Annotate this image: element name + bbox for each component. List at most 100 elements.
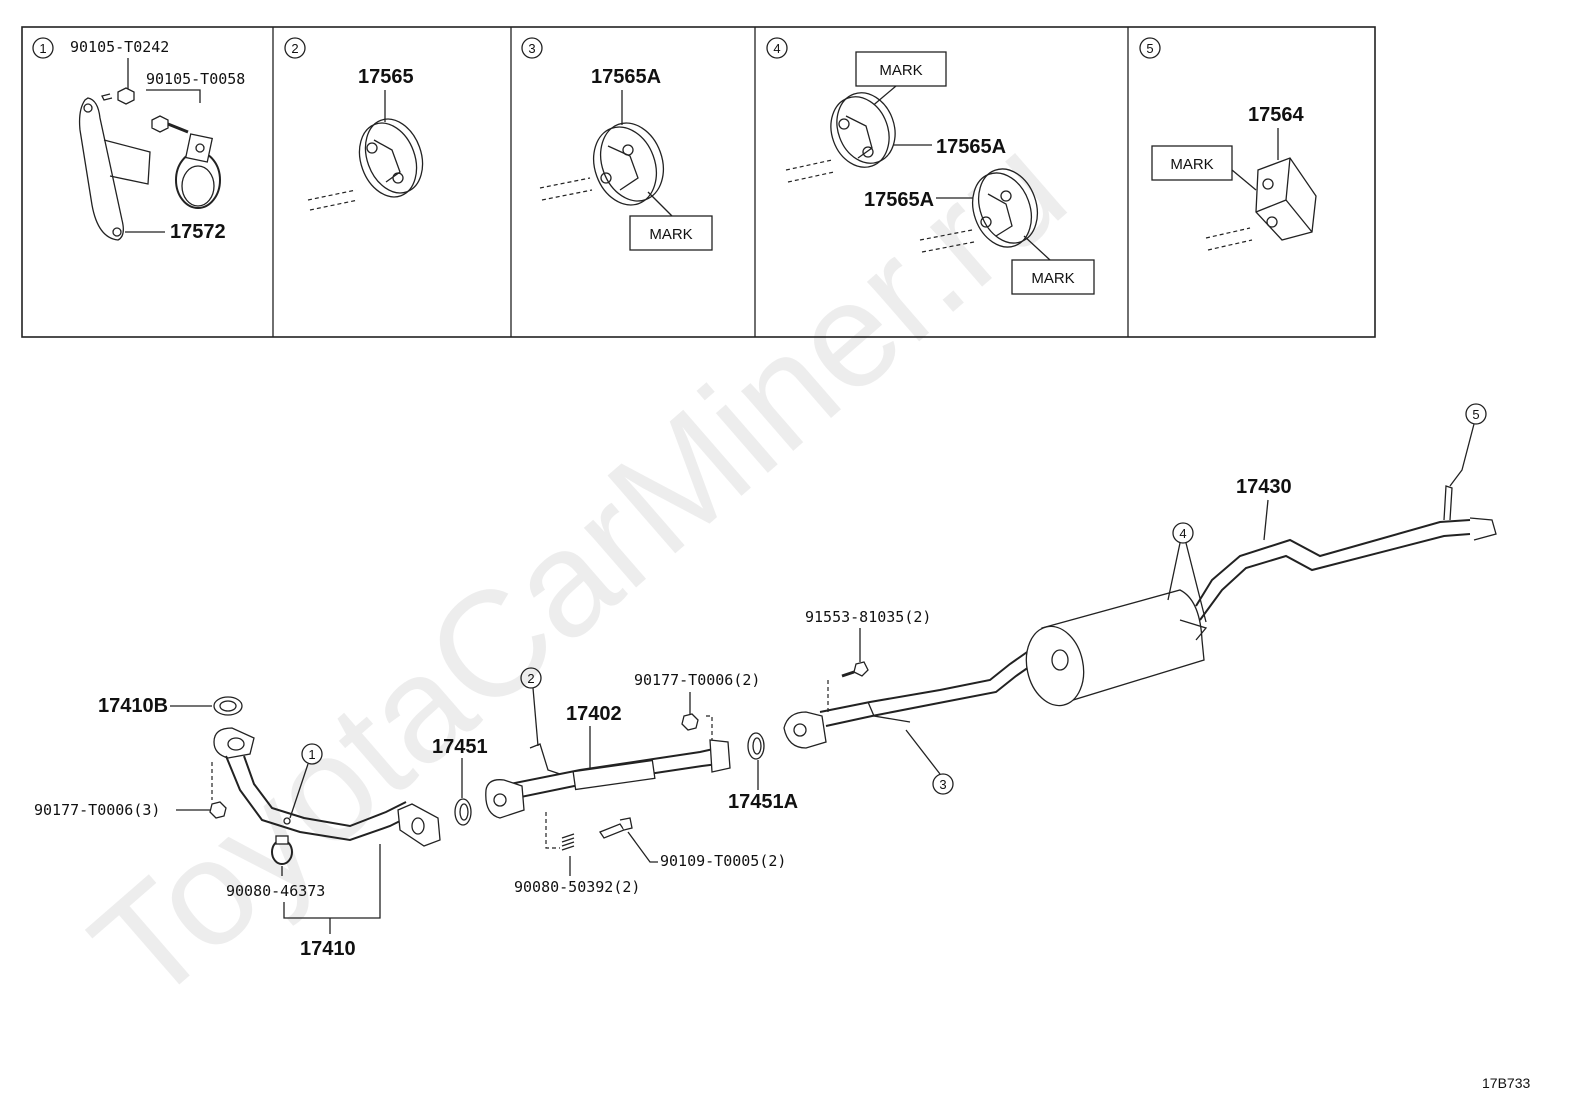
callout-number: 3 [528,41,535,56]
clamp-block [275,835,289,845]
callout-number: 2 [291,41,298,56]
center-pipe-17402: 17402 2 90177-T0006(2) 90080-50392(2) 90… [485,667,786,896]
bracket-tab [103,139,151,185]
hanger-hole [392,172,404,184]
part-number-label: 90080-46373 [226,882,325,900]
hanger-rod-hidden [919,229,975,253]
rubber-hanger-rim [364,118,424,194]
callout-number: 2 [527,671,534,686]
rear-pipe-lower [1199,533,1471,621]
hanger-rod-hidden [307,189,359,211]
rubber-hanger-icon [593,126,657,206]
leader-line [627,831,658,863]
part-number-label: 90177-T0006(2) [634,671,760,689]
clamp-band-inner [181,165,215,207]
callout-circle-3 [932,773,954,795]
callout-number: 1 [39,41,46,56]
hanger-hole [622,144,634,156]
callout-number: 5 [1146,41,1153,56]
callout-number: 1 [308,747,315,762]
callout-circle-1 [301,743,323,765]
muffler-end-cap [1025,625,1085,707]
hanger-hole [1000,190,1012,202]
gasket-17451: 17451 [432,736,488,826]
mark-label-box [1011,259,1095,295]
clamp-hole [195,143,205,153]
flange-front [485,779,525,819]
mark-label: MARK [1170,156,1213,173]
leader-line [1167,542,1207,623]
pipe-lower-edge [243,755,407,828]
main-exhaust-assembly: 17430 4 5 3 91553-81035(2) 1 [34,403,1497,960]
gasket-ring [213,696,243,716]
flange-rear [709,739,731,773]
hanger-bracket [867,701,911,723]
hanger-slot [987,193,1013,237]
bolt-icon [117,87,135,105]
gasket-17451A: 17451A [728,732,798,813]
bolt-shank [841,670,855,678]
hanger-hole [838,118,850,130]
part-number-label: 17402 [566,703,622,725]
leader-line [1263,499,1269,541]
callout-circle-4 [1172,522,1194,544]
callout-circle-4 [766,37,788,59]
flange-hole [411,817,425,835]
tail-pipe-17430: 17430 4 5 3 91553-81035(2) [783,403,1497,795]
callout-circle-3 [521,37,543,59]
callout-circle-5 [1139,37,1161,59]
rubber-hanger-rim [836,92,896,164]
bracket-hole [112,227,122,237]
mark-label: MARK [1031,270,1074,287]
mark-label: MARK [649,226,692,243]
bolt-shank [167,122,189,134]
part-number-label: 17572 [170,221,226,243]
flange-rear [397,803,441,847]
gasket-ring-inner [219,700,237,712]
part-number-label: 17430 [1236,476,1292,498]
rubber-hanger-icon [358,122,418,198]
pipe-lower-edge [505,763,719,801]
leader-line [1449,423,1475,487]
gasket-ring-inner [752,737,762,755]
part-number-label: 17565 [358,66,414,88]
rubber-hanger-icon [830,96,890,168]
callout-circle-2 [284,37,306,59]
bolt-shank [101,93,113,101]
hanger-hole [980,216,992,228]
flange-hole [493,793,507,807]
part-number-label: 17410 [300,938,356,960]
hanger-bracket [1179,619,1208,641]
flange-front [213,727,255,759]
front-pipe-17410: 17410B 90177-T0006(3) 1 90080-46373 1741… [34,695,441,960]
callout-circle-5 [1465,403,1487,425]
part-number-label: 90105-T0058 [146,70,245,88]
part-number-label: 90109-T0005(2) [660,852,786,870]
part-number-label: 17565A [936,136,1006,158]
mark-label-box [1151,145,1233,181]
spring-axis [545,812,560,849]
nut-icon [681,713,699,731]
rubber-hanger-rim [978,168,1038,244]
part-number-label: 17565A [591,66,661,88]
hanger-rod-hidden [785,159,835,183]
detail-panel-2: 2 17565 [284,37,424,211]
callout-circle-2 [520,667,542,689]
pipe-upper-edge [225,755,411,842]
leader-line [647,191,673,217]
spring-icon [561,833,575,851]
hanger-hole [862,146,874,158]
rubber-hanger-rim [600,122,664,202]
hanger-rod-hidden [1205,227,1253,251]
hanger-edge [1285,199,1313,233]
rear-pipe-upper [1195,519,1471,607]
part-number-label: 90177-T0006(3) [34,801,160,819]
callout-circle-1 [32,37,54,59]
hanger-bracket [529,743,561,775]
nut-axis [706,715,713,740]
clamp-block [184,133,214,163]
part-number-label: 90080-50392(2) [514,878,640,896]
flange-hole [793,723,807,737]
part-number-label: 17451 [432,736,488,758]
